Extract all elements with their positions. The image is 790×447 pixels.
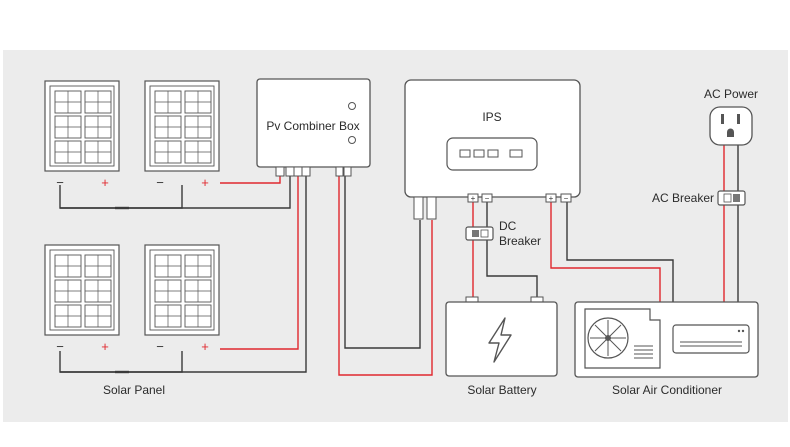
terminal-minus: − bbox=[564, 194, 569, 203]
terminal-plus: + bbox=[549, 194, 554, 203]
wire-combiner-to-ips-dark bbox=[344, 176, 421, 349]
ips-inverter: + − + − bbox=[404, 79, 581, 220]
solar-battery-label: Solar Battery bbox=[467, 383, 536, 397]
panel-minus-terminal: − bbox=[56, 175, 64, 190]
dc-breaker bbox=[465, 226, 494, 241]
solar-air-conditioner-label: Solar Air Conditioner bbox=[612, 383, 722, 397]
solar-panel-group: −+−+−+−+ bbox=[44, 80, 220, 374]
panel-plus-terminal: + bbox=[201, 339, 209, 354]
ac-breaker bbox=[717, 190, 746, 206]
panel-plus-terminal: + bbox=[101, 339, 109, 354]
ac-power-label: AC Power bbox=[704, 87, 758, 101]
wire-top-positive bbox=[220, 176, 281, 184]
terminal-minus: − bbox=[485, 194, 490, 203]
solar-panel: −+ bbox=[144, 80, 220, 190]
combiner-gland-icon bbox=[348, 102, 356, 110]
wire-bottom-positive bbox=[220, 176, 299, 350]
solar-panel: −+ bbox=[44, 244, 120, 354]
pv-combiner-box-label: Pv Combiner Box bbox=[266, 119, 359, 133]
wire-bottom-negative bbox=[60, 176, 307, 373]
combiner-gland-icon bbox=[348, 136, 356, 144]
ac-breaker-label: AC Breaker bbox=[652, 191, 714, 205]
solar-air-conditioner bbox=[574, 301, 759, 378]
wire-combiner-to-ips-red bbox=[338, 176, 433, 376]
air-conditioner-icon bbox=[584, 308, 661, 369]
ac-outlet-icon bbox=[709, 106, 753, 146]
solar-battery bbox=[445, 296, 558, 377]
wire-top-negative bbox=[60, 176, 291, 209]
panel-minus-terminal: − bbox=[156, 175, 164, 190]
wire-ips-ac-red bbox=[550, 199, 661, 302]
panel-plus-terminal: + bbox=[201, 175, 209, 190]
lightning-bolt-icon bbox=[488, 317, 512, 363]
pv-combiner-box bbox=[256, 78, 371, 177]
panel-minus-terminal: − bbox=[56, 339, 64, 354]
wire-ips-ac-dark bbox=[566, 199, 674, 302]
solar-panel-label: Solar Panel bbox=[103, 383, 165, 397]
panel-minus-terminal: − bbox=[156, 339, 164, 354]
dc-breaker-label-line1: DC bbox=[499, 219, 517, 233]
indoor-unit-icon bbox=[672, 324, 750, 354]
panel-plus-terminal: + bbox=[101, 175, 109, 190]
solar-panel: −+ bbox=[44, 80, 120, 190]
ips-display bbox=[446, 137, 538, 171]
ips-label: IPS bbox=[482, 110, 501, 124]
dc-breaker-label-line2: Breaker bbox=[499, 234, 541, 248]
terminal-plus: + bbox=[471, 194, 476, 203]
solar-panel: −+ bbox=[144, 244, 220, 354]
